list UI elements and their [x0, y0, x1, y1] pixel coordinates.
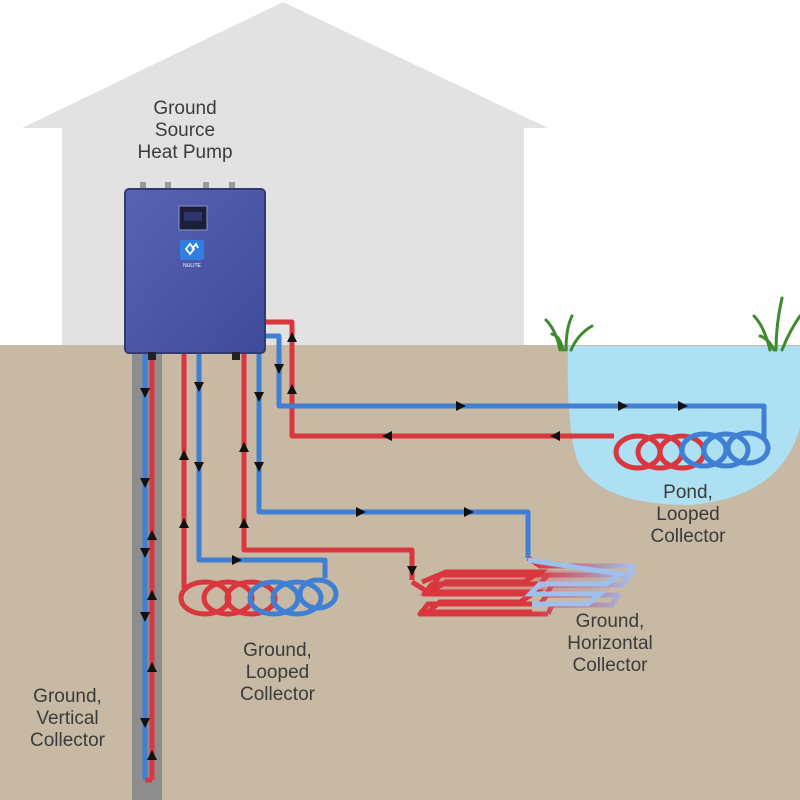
label-horizontal-line1: Ground, — [575, 611, 645, 632]
house-silhouette — [22, 2, 548, 352]
label-heat-pump-line2: Source — [154, 120, 216, 141]
label-looped-line3: Collector — [240, 684, 315, 705]
label-vertical-line2: Vertical — [36, 708, 99, 729]
label-horizontal-line2: Horizontal — [567, 633, 653, 654]
label-vertical-line1: Ground, — [33, 686, 102, 707]
grass-tuft-icon — [752, 296, 800, 352]
pipe-horizontal-supply — [256, 352, 531, 558]
label-pond-line1: Pond, — [663, 482, 713, 503]
unit-logo-text: NULITE — [183, 263, 201, 269]
label-heat-pump-line1: Ground — [153, 98, 217, 119]
label-heat-pump-line3: Heat Pump — [137, 142, 233, 163]
ground-looped-coil — [178, 577, 339, 617]
pipe-pond-return — [265, 319, 614, 439]
unit-logo — [180, 240, 204, 260]
flow-arrow-icon — [140, 332, 688, 760]
label-looped-line1: Ground, — [243, 640, 312, 661]
label-pond-line2: Looped — [656, 504, 720, 525]
label-horizontal-line3: Collector — [572, 655, 648, 676]
label-pond-collector: Pond, Looped Collector — [628, 482, 748, 548]
label-vertical-collector: Ground, Vertical Collector — [10, 686, 125, 752]
label-heat-pump: Ground Source Heat Pump — [110, 98, 260, 164]
pipe-pond-supply — [265, 333, 767, 438]
label-horizontal-collector: Ground, Horizontal Collector — [540, 611, 680, 677]
grass-tuft-icon — [544, 314, 594, 352]
label-looped-line2: Looped — [245, 662, 310, 683]
pipe-looped-supply — [196, 352, 328, 578]
label-vertical-line3: Collector — [30, 730, 105, 751]
ground-horizontal-coil — [410, 555, 635, 617]
label-pond-line3: Collector — [650, 526, 726, 547]
pond-looped-coil — [613, 430, 771, 471]
label-looped-collector: Ground, Looped Collector — [215, 640, 340, 706]
heat-pump-unit: NULITE — [124, 182, 266, 360]
